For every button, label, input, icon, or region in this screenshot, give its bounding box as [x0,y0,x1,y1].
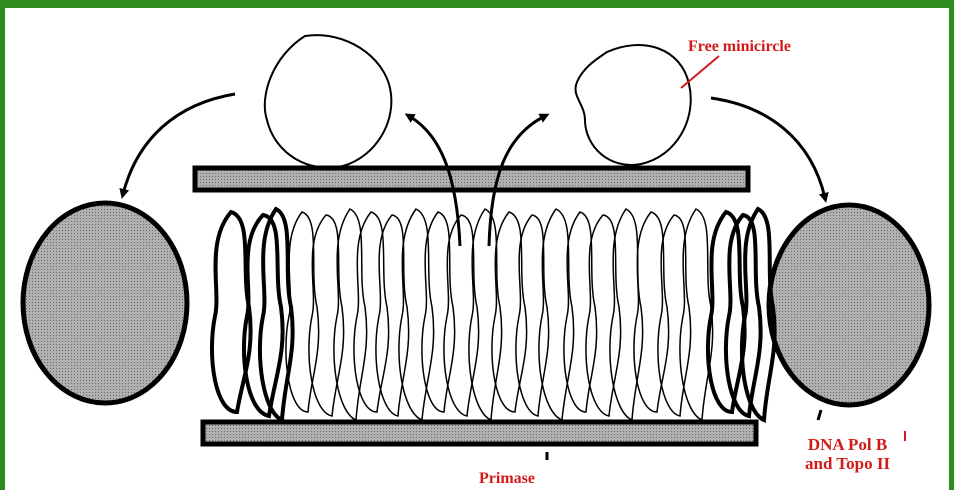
minicircle-loop [212,212,251,412]
free-minicircle-right [576,45,691,165]
minicircle-loop [492,212,527,412]
dna-pol-topo-label: DNA Pol B and Topo II [805,436,890,473]
minicircle-loop [354,212,389,412]
free-minicircle-left [265,35,392,168]
minicircle-loop [586,215,621,416]
dna-pol-label-line1: DNA Pol B [805,436,890,455]
free-minicircle-label: Free minicircle [688,38,791,56]
left-protein-complex [23,203,187,403]
top-bar [195,168,748,190]
minicircle-loop [634,212,669,412]
free-minicircle-pointer [681,56,719,88]
minicircle-network [212,209,775,420]
minicircle-loop [680,209,713,420]
bottom-bar [203,422,756,444]
minicircle-loop [334,209,367,420]
minicircle-loop [564,212,597,412]
kdna-replication-diagram [5,8,949,490]
minicircle-loop [708,212,745,412]
pol-pointer [818,410,821,420]
dna-pol-label-line2: and Topo II [805,455,890,474]
right-protein-complex [769,205,929,405]
minicircle-loop [399,209,434,420]
primase-label: Primase [479,470,535,488]
